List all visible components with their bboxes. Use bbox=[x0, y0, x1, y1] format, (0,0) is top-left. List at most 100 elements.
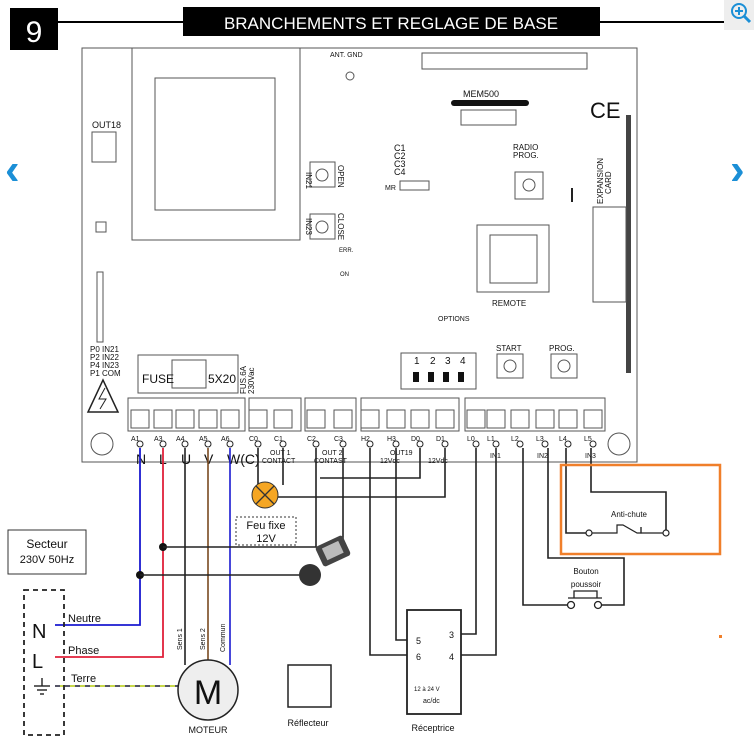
output-label: IN2 bbox=[537, 453, 548, 460]
projector-icon bbox=[299, 535, 351, 586]
terminal-label: L4 bbox=[559, 436, 567, 443]
close-label: CLOSE bbox=[336, 213, 345, 240]
secteur-voltage: 230V 50Hz bbox=[20, 554, 74, 566]
terminal-slot bbox=[248, 409, 268, 429]
radio-prog-button bbox=[514, 171, 544, 200]
motor-icon bbox=[177, 659, 239, 721]
output-label: 12Vdc bbox=[380, 458, 400, 465]
terminal-slot bbox=[273, 409, 293, 429]
motor-terminal-label: W(C) bbox=[227, 451, 260, 467]
c1-label: C1 bbox=[394, 143, 406, 153]
radio-label: RADIO bbox=[513, 143, 538, 152]
terminal-block bbox=[127, 397, 246, 432]
feu-fixe-voltage: 12V bbox=[256, 533, 276, 545]
zoom-in-icon[interactable] bbox=[724, 0, 754, 30]
terminal-label: C0 bbox=[249, 436, 258, 443]
terminal-screw bbox=[254, 440, 262, 448]
output-label: OUT19 bbox=[390, 450, 413, 457]
terminal-label: A3 bbox=[154, 436, 163, 443]
terminal-label: C3 bbox=[334, 436, 343, 443]
mr-label: MR bbox=[385, 185, 396, 192]
terminal-screw bbox=[516, 440, 524, 448]
terminal-slot bbox=[510, 409, 530, 429]
in21-label: IN21 bbox=[304, 172, 313, 189]
terminal-screw bbox=[541, 440, 549, 448]
receiver-pin-4: 4 bbox=[449, 652, 454, 662]
receiver-pin-3: 3 bbox=[449, 630, 454, 640]
output-label: OUT 2 bbox=[322, 450, 343, 457]
terminal-label: D0 bbox=[411, 436, 420, 443]
terminal-block bbox=[360, 397, 460, 432]
fuse-size-label: 5X20 bbox=[208, 372, 236, 386]
terminal-slot bbox=[486, 409, 506, 429]
err-label: ERR. bbox=[339, 248, 354, 254]
terminal-label: A6 bbox=[221, 436, 230, 443]
chevron-left-icon[interactable]: ‹ bbox=[5, 145, 20, 194]
prog-label: PROG. bbox=[549, 344, 575, 353]
ce-mark: CE bbox=[590, 98, 621, 123]
fuse-rating-label: FUS.6A bbox=[239, 365, 248, 394]
receiver-pin-6: 6 bbox=[416, 652, 421, 662]
terminal-screw bbox=[181, 440, 189, 448]
dip-label: 3 bbox=[445, 356, 451, 367]
terminal-slot bbox=[360, 409, 380, 429]
mem500-label: MEM500 bbox=[463, 89, 499, 99]
out18-label: OUT18 bbox=[92, 120, 121, 130]
bouton-label: Bouton bbox=[573, 567, 598, 576]
terminal-label: C2 bbox=[307, 436, 316, 443]
dip-label: 1 bbox=[414, 356, 420, 367]
close-button bbox=[309, 213, 336, 240]
terminal-screw bbox=[312, 440, 320, 448]
c2-label: C2 bbox=[394, 151, 406, 161]
terminal-label: A1 bbox=[131, 436, 140, 443]
supply-box bbox=[23, 589, 65, 736]
terminal-slot bbox=[386, 409, 406, 429]
output-label: OUT 1 bbox=[270, 450, 291, 457]
terminal-screw bbox=[339, 440, 347, 448]
motor-terminal-label: V bbox=[204, 451, 214, 467]
step-number: 9 bbox=[26, 16, 43, 49]
terminal-slot bbox=[435, 409, 455, 429]
c4-label: C4 bbox=[394, 167, 406, 177]
feu-fixe-box bbox=[235, 516, 297, 546]
wires bbox=[55, 448, 669, 687]
terminal-screw bbox=[416, 440, 424, 448]
receiver-label: Réceptrice bbox=[411, 723, 454, 733]
terminal-screw bbox=[159, 440, 167, 448]
terminal-slot bbox=[466, 409, 486, 429]
anti-chute-label: Anti-chute bbox=[611, 510, 648, 519]
terminal-block bbox=[464, 397, 606, 432]
fuse-voltage-label: 230Vac bbox=[247, 367, 256, 394]
terminal-screw bbox=[204, 440, 212, 448]
terminal-slot bbox=[306, 409, 326, 429]
terminal-label: H2 bbox=[361, 436, 370, 443]
anti-chute-switch-icon bbox=[585, 524, 670, 537]
output-label: CONTACT bbox=[262, 458, 296, 465]
sens1-label: Sens 1 bbox=[177, 628, 184, 650]
chevron-right-icon[interactable]: › bbox=[730, 145, 745, 194]
anti-chute-highlight bbox=[559, 463, 722, 556]
terminal-screw bbox=[279, 440, 287, 448]
neutre-label: Neutre bbox=[68, 613, 101, 625]
terminal-slot bbox=[583, 409, 603, 429]
phase-label: Phase bbox=[68, 645, 99, 657]
start-button bbox=[496, 353, 524, 379]
terminal-label: A4 bbox=[176, 436, 185, 443]
output-label: 12Vdc bbox=[428, 458, 448, 465]
jumper-label: P1 COM bbox=[90, 369, 121, 378]
terminal-screw bbox=[226, 440, 234, 448]
terminal-screw bbox=[441, 440, 449, 448]
fuse-label: FUSE bbox=[142, 372, 174, 386]
open-button bbox=[309, 161, 336, 188]
on-label: ON bbox=[340, 272, 349, 278]
terminal-slot bbox=[130, 409, 150, 429]
terminal-slot bbox=[333, 409, 353, 429]
step-number-box bbox=[10, 8, 58, 50]
fuse-holder bbox=[137, 354, 239, 394]
terminal-label: L2 bbox=[511, 436, 519, 443]
secteur-label: Secteur bbox=[26, 537, 67, 551]
page-title: BRANCHEMENTS ET REGLAGE DE BASE bbox=[224, 14, 558, 33]
secteur-box bbox=[7, 529, 87, 575]
terminal-screw bbox=[136, 440, 144, 448]
